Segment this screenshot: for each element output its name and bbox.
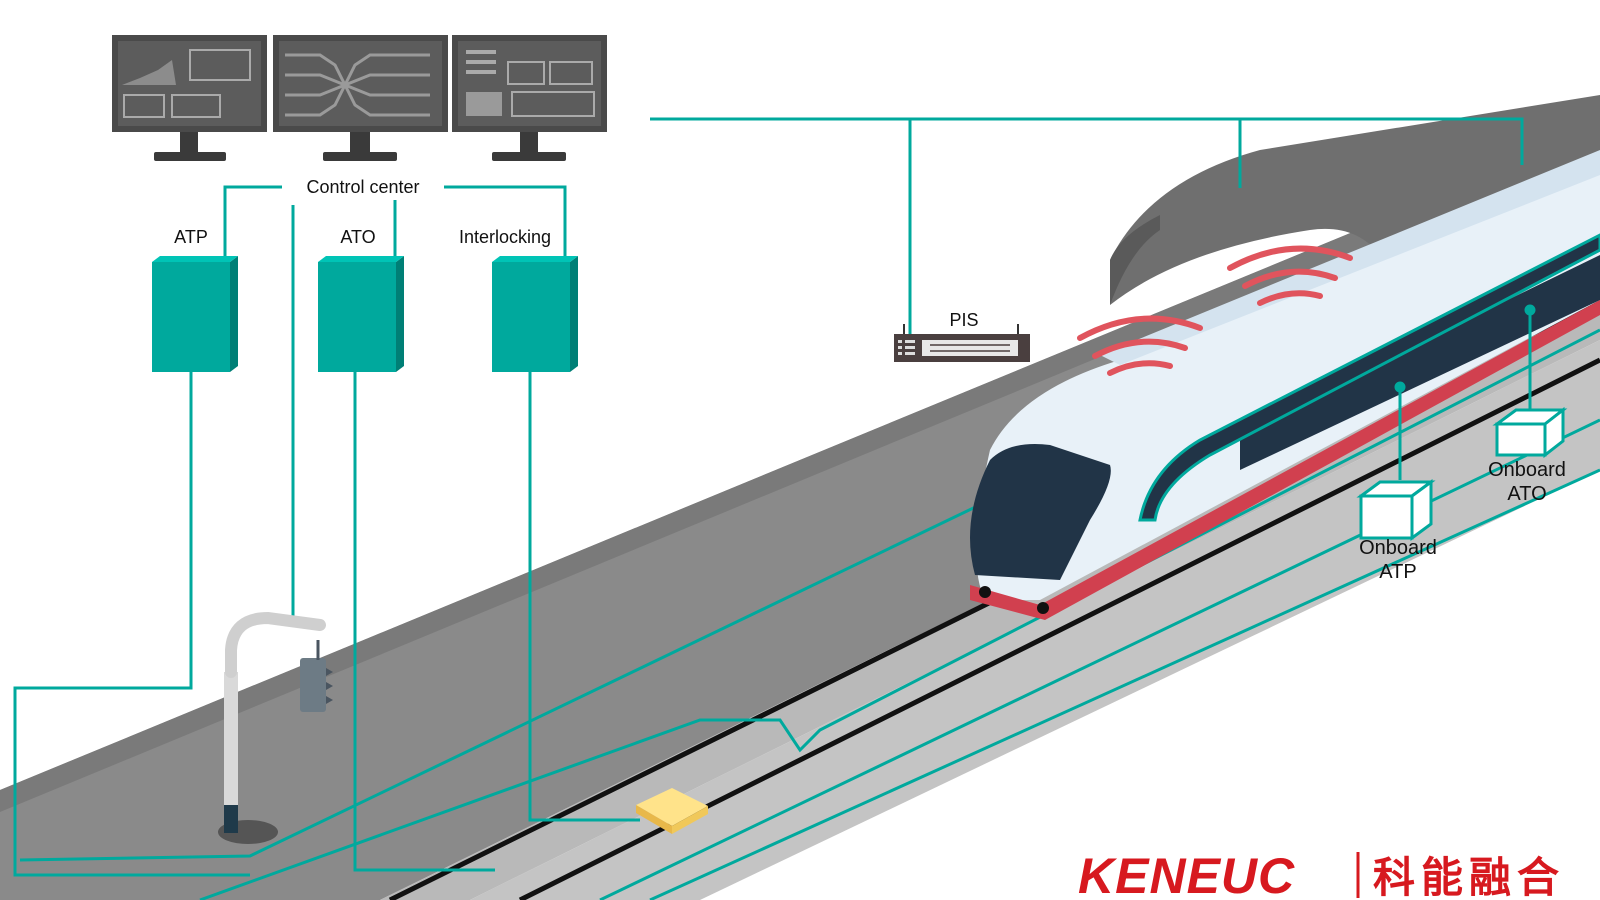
interlocking-label: Interlocking (459, 227, 551, 247)
onboard-ato-label-line2: ATO (1507, 483, 1546, 505)
interlocking-cabinet (492, 256, 578, 372)
onboard-atp-label-line2: ATP (1379, 561, 1416, 583)
pis-label: PIS (949, 310, 978, 330)
network-connection-lines (13, 117, 1536, 877)
onboard-ato-unit (1492, 406, 1568, 459)
pis-device (894, 324, 1030, 362)
street-light-pole-icon (218, 611, 333, 844)
control-center-label: Control center (306, 177, 419, 197)
brand-latin-text: KENEUC (1078, 848, 1295, 900)
atp-cabinet (152, 256, 238, 372)
onboard-atp-label-line1: Onboard (1359, 537, 1437, 559)
onboard-ato-label-line1: Onboard (1488, 459, 1566, 481)
atp-label: ATP (174, 227, 208, 247)
brand-cjk-text: 科能融合 (1373, 853, 1565, 900)
ato-label: ATO (340, 227, 375, 247)
track-balise-icon (636, 788, 708, 834)
wireless-signal-icon (1077, 245, 1353, 376)
monitor-network-icon (273, 35, 448, 161)
monitor-dashboard-icon (452, 35, 607, 161)
monitor-chart-icon (112, 35, 267, 161)
onboard-atp-unit (1356, 479, 1436, 541)
ato-cabinet (318, 256, 404, 372)
brand-logo: KENEUC 科能融合 (1078, 848, 1565, 900)
